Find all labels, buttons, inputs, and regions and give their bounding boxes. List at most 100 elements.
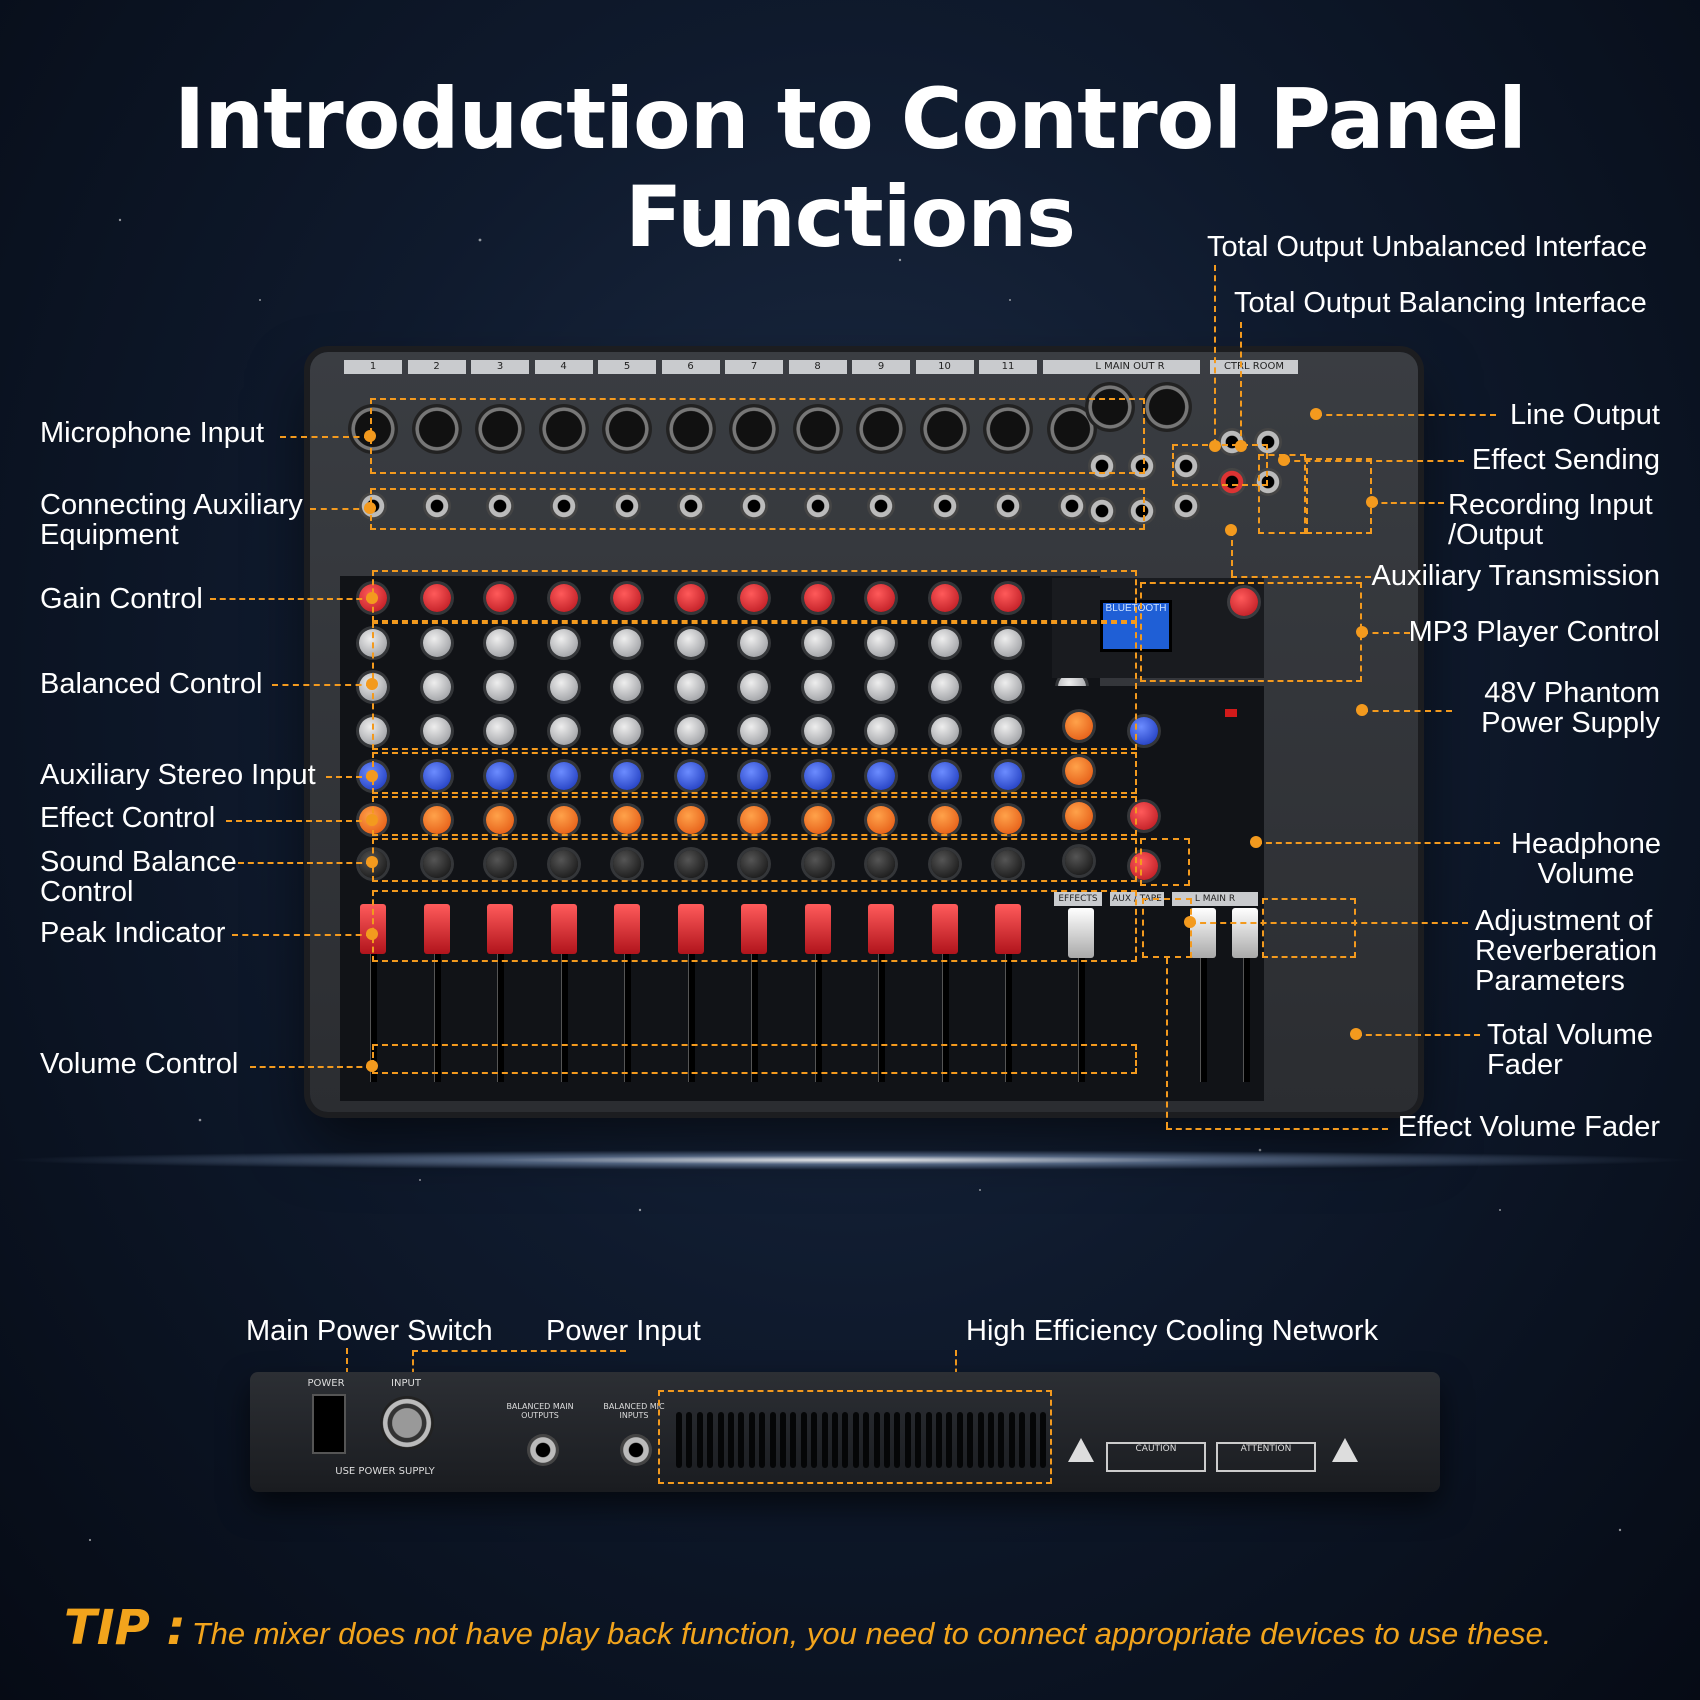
high-eq-knob[interactable]: [422, 629, 451, 657]
mic-input-xlr[interactable]: [729, 404, 779, 454]
pan-knob[interactable]: [867, 850, 895, 878]
low-eq-knob[interactable]: [676, 717, 705, 745]
low-eq-knob[interactable]: [422, 717, 451, 745]
fx-send-knob[interactable]: [994, 806, 1022, 834]
line-input-jack[interactable]: [867, 492, 895, 520]
channel-volume-fader[interactable]: [995, 904, 1021, 954]
pan-knob[interactable]: [422, 850, 451, 878]
channel-volume-fader[interactable]: [614, 904, 640, 954]
line-input-jack[interactable]: [803, 492, 832, 520]
fx-send-knob[interactable]: [803, 806, 832, 834]
balanced-main-output-jack[interactable]: [527, 1434, 559, 1466]
mic-input-xlr[interactable]: [348, 404, 398, 454]
headphones-knob[interactable]: [1130, 852, 1158, 880]
low-eq-knob[interactable]: [994, 717, 1022, 745]
high-eq-knob[interactable]: [676, 629, 705, 657]
pan-knob[interactable]: [613, 850, 641, 878]
mic-input-xlr[interactable]: [538, 404, 589, 454]
line-input-jack[interactable]: [549, 492, 578, 520]
low-eq-knob[interactable]: [803, 717, 832, 745]
gain-knob[interactable]: [803, 584, 832, 612]
line-input-jack[interactable]: [930, 492, 959, 520]
fx-knob[interactable]: [1065, 712, 1093, 740]
gain-knob[interactable]: [486, 584, 514, 612]
gain-knob[interactable]: [613, 584, 641, 612]
pan-knob[interactable]: [676, 850, 705, 878]
effect-send-jack[interactable]: [1172, 452, 1200, 480]
phones-jack[interactable]: [1088, 497, 1116, 525]
aux-knob[interactable]: [613, 762, 641, 790]
aux-master-knob[interactable]: [1130, 717, 1158, 745]
fx-send-knob[interactable]: [549, 806, 578, 834]
high-eq-knob[interactable]: [486, 629, 514, 657]
high-eq-knob[interactable]: [803, 629, 832, 657]
gain-knob[interactable]: [740, 584, 768, 612]
mic-input-xlr[interactable]: [665, 404, 716, 454]
pan-knob[interactable]: [549, 850, 578, 878]
mid-eq-knob[interactable]: [994, 673, 1022, 701]
repeat-knob[interactable]: [1065, 802, 1093, 830]
power-input-connector[interactable]: [380, 1396, 434, 1450]
mid-eq-knob[interactable]: [740, 673, 768, 701]
mic-input-xlr[interactable]: [411, 404, 462, 454]
pan-knob[interactable]: [930, 850, 959, 878]
line-input-jack[interactable]: [1057, 492, 1086, 520]
low-eq-knob[interactable]: [486, 717, 514, 745]
line-input-jack[interactable]: [486, 492, 514, 520]
mic-input-xlr[interactable]: [856, 404, 906, 454]
pan-knob[interactable]: [486, 850, 514, 878]
gain-knob[interactable]: [867, 584, 895, 612]
aux-knob[interactable]: [422, 762, 451, 790]
fx-send-knob[interactable]: [740, 806, 768, 834]
gain-knob[interactable]: [676, 584, 705, 612]
rca-red-jack[interactable]: [1218, 468, 1246, 496]
gain-knob[interactable]: [994, 584, 1022, 612]
aux-knob[interactable]: [549, 762, 578, 790]
aux-knob[interactable]: [994, 762, 1022, 790]
pan-knob[interactable]: [803, 850, 832, 878]
mic-input-xlr[interactable]: [475, 404, 525, 454]
main-out-left-xlr[interactable]: [1085, 382, 1135, 432]
line-input-jack[interactable]: [740, 492, 768, 520]
mid-eq-knob[interactable]: [422, 673, 451, 701]
aux-knob[interactable]: [803, 762, 832, 790]
high-eq-knob[interactable]: [549, 629, 578, 657]
high-eq-knob[interactable]: [930, 629, 959, 657]
aux-knob[interactable]: [930, 762, 959, 790]
low-eq-knob[interactable]: [740, 717, 768, 745]
power-switch[interactable]: [312, 1394, 346, 1454]
low-eq-knob[interactable]: [613, 717, 641, 745]
line-out-right-jack[interactable]: [1128, 452, 1156, 480]
channel-volume-fader[interactable]: [550, 904, 577, 954]
mic-input-xlr[interactable]: [602, 404, 652, 454]
line-input-jack[interactable]: [613, 492, 641, 520]
ctrl-room-right-jack[interactable]: [1254, 428, 1282, 456]
main-out-right-xlr[interactable]: [1142, 382, 1192, 432]
effects-pan-knob[interactable]: [1065, 847, 1093, 875]
mic-input-xlr[interactable]: [919, 404, 970, 454]
line-input-jack[interactable]: [676, 492, 705, 520]
balanced-mic-input-jack[interactable]: [620, 1434, 652, 1466]
line-input-jack[interactable]: [422, 492, 451, 520]
gain-knob[interactable]: [930, 584, 959, 612]
main-left-volume-fader[interactable]: [1190, 908, 1216, 958]
channel-volume-fader[interactable]: [741, 904, 767, 954]
mid-eq-knob[interactable]: [549, 673, 578, 701]
channel-volume-fader[interactable]: [868, 904, 894, 954]
mid-eq-knob[interactable]: [613, 673, 641, 701]
line-out-left-jack[interactable]: [1088, 452, 1116, 480]
pan-knob[interactable]: [740, 850, 768, 878]
mid-eq-knob[interactable]: [930, 673, 959, 701]
low-eq-knob[interactable]: [549, 717, 578, 745]
gain-knob[interactable]: [549, 584, 578, 612]
low-eq-knob[interactable]: [930, 717, 959, 745]
channel-volume-fader[interactable]: [677, 904, 704, 954]
fx-send-knob[interactable]: [867, 806, 895, 834]
low-eq-knob[interactable]: [867, 717, 895, 745]
mp3-level-knob[interactable]: [1230, 588, 1258, 616]
fx-send-knob[interactable]: [930, 806, 959, 834]
main-right-volume-fader[interactable]: [1232, 908, 1258, 958]
aux-knob[interactable]: [740, 762, 768, 790]
high-eq-knob[interactable]: [994, 629, 1022, 657]
aux-knob[interactable]: [486, 762, 514, 790]
